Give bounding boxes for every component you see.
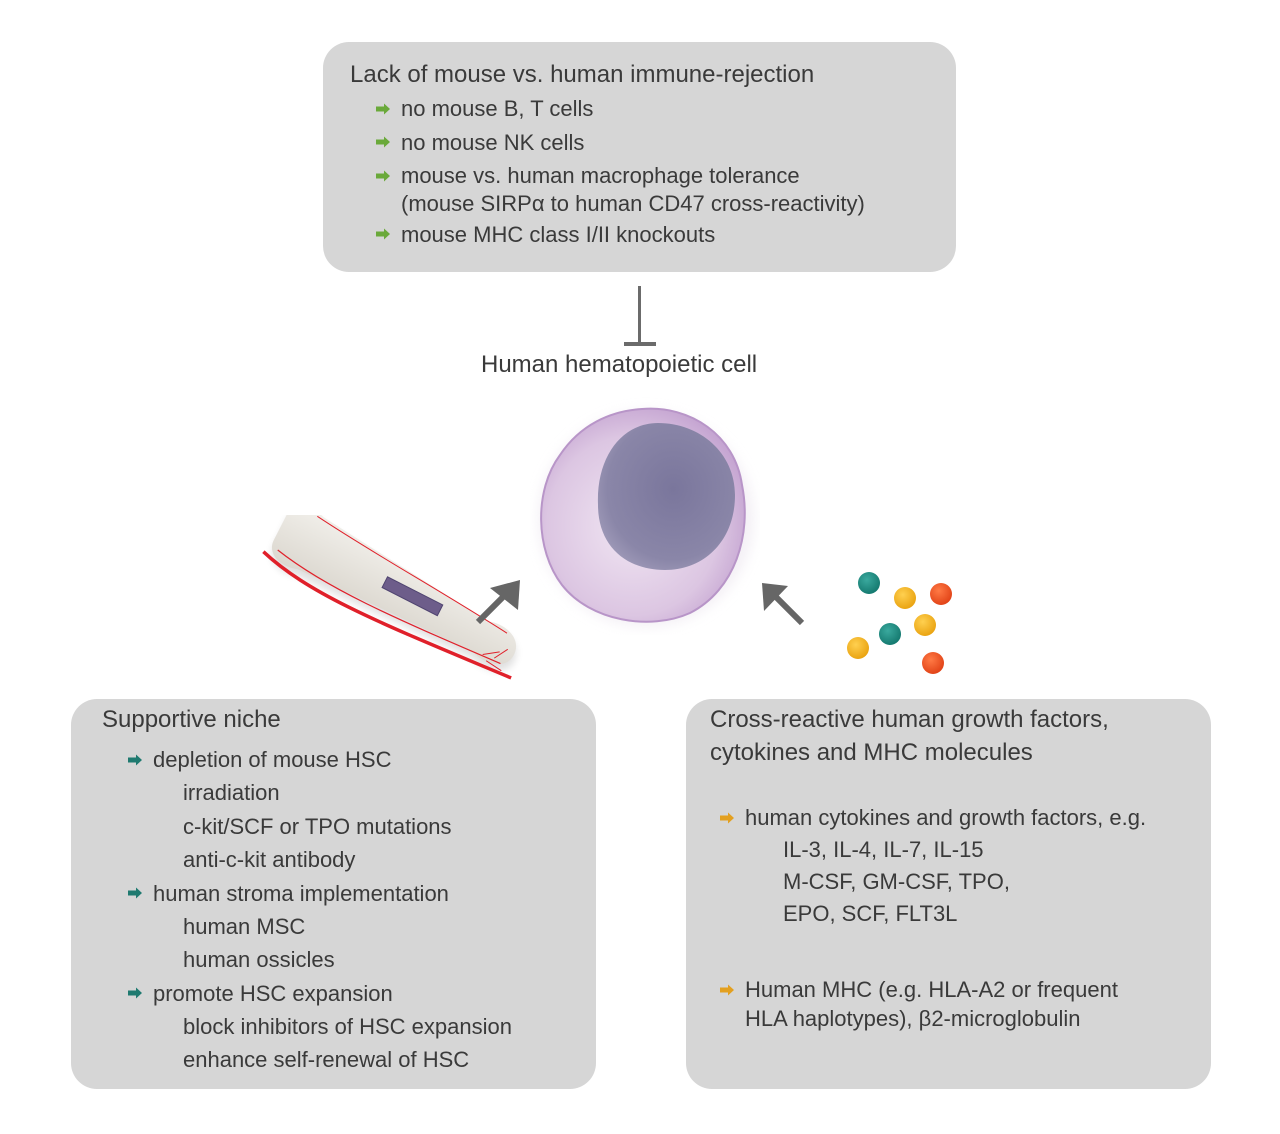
growth-factors-title-line1: Cross-reactive human growth factors, — [710, 706, 1109, 733]
list-item-text: human stroma implementation — [153, 880, 449, 906]
list-item-continuation: (mouse SIRPα to human CD47 cross-reactiv… — [401, 190, 865, 216]
sub-item: enhance self-renewal of HSC — [183, 1047, 470, 1072]
list-item: mouse MHC class I/II knockouts — [375, 218, 930, 252]
list-item-text: no mouse NK cells — [401, 129, 585, 155]
cell-label: Human hematopoietic cell — [481, 351, 758, 378]
arrow-bullet-icon — [375, 126, 393, 159]
sub-item: irradiation — [183, 780, 280, 805]
list-item: human stroma implementation — [127, 877, 576, 910]
arrow-bullet-icon — [719, 801, 737, 834]
arrow-bullet-icon — [375, 159, 393, 192]
molecule-red — [930, 583, 952, 605]
arrow-up-right-icon — [475, 580, 520, 625]
arrow-bullet-icon — [127, 743, 145, 776]
molecule-teal — [879, 623, 901, 645]
arrow-bullet-icon — [719, 973, 737, 1006]
molecule-yellow — [847, 637, 869, 659]
list-item-continuation: HLA haplotypes), β2-microglobulin — [745, 1006, 1081, 1031]
arrow-bullet-icon — [127, 877, 145, 910]
sub-item: human ossicles — [183, 947, 335, 972]
growth-factors-icon — [847, 572, 952, 674]
arrow-bullet-icon — [127, 977, 145, 1010]
list-item-text: promote HSC expansion — [153, 980, 393, 1006]
list-item-text: mouse vs. human macrophage tolerance — [401, 163, 800, 188]
immune-rejection-title: Lack of mouse vs. human immune-rejection — [350, 61, 815, 88]
arrow-up-left-icon — [762, 583, 805, 626]
sub-item: M-CSF, GM-CSF, TPO, — [783, 869, 1010, 894]
list-item-text: mouse MHC class I/II knockouts — [401, 221, 716, 247]
inhibition-line — [638, 286, 641, 344]
sub-item: c-kit/SCF or TPO mutations — [183, 813, 452, 839]
list-item-text: human cytokines and growth factors, e.g. — [745, 805, 1147, 830]
sub-item: EPO, SCF, FLT3L — [783, 901, 958, 926]
sub-item: block inhibitors of HSC expansion — [183, 1013, 512, 1039]
supportive-niche-title: Supportive niche — [102, 706, 281, 733]
immune-rejection-list: no mouse B, T cells no mouse NK cells mo… — [350, 92, 930, 251]
growth-factors-box: Cross-reactive human growth factors, cyt… — [686, 699, 1211, 1089]
inhibition-bar-icon — [624, 342, 656, 346]
list-item: depletion of mouse HSC — [127, 743, 576, 776]
list-item-text: no mouse B, T cells — [401, 96, 594, 121]
molecule-red — [922, 652, 944, 674]
arrow-bullet-icon — [375, 92, 393, 125]
sub-item: human MSC — [183, 913, 306, 939]
immune-rejection-box: Lack of mouse vs. human immune-rejection… — [323, 42, 956, 272]
supportive-niche-box: Supportive niche depletion of mouse HSC … — [71, 699, 596, 1089]
list-item: Human MHC (e.g. HLA-A2 or frequent — [719, 973, 1197, 1006]
list-item-text: Human MHC (e.g. HLA-A2 or frequent — [745, 977, 1118, 1002]
list-item: no mouse B, T cells — [375, 92, 930, 126]
molecule-teal — [858, 572, 880, 594]
molecule-yellow — [894, 587, 916, 609]
list-item: no mouse NK cells — [375, 126, 930, 160]
sub-item: anti-c-kit antibody — [183, 847, 356, 872]
molecule-yellow — [914, 614, 936, 636]
list-item-text: depletion of mouse HSC — [153, 747, 392, 772]
growth-factors-list: human cytokines and growth factors, e.g.… — [710, 801, 1197, 1034]
arrow-bullet-icon — [375, 218, 393, 251]
supportive-niche-list: depletion of mouse HSC irradiation c-kit… — [102, 743, 576, 1077]
hematopoietic-cell-icon — [538, 407, 754, 627]
spacer — [719, 930, 1197, 973]
list-item: mouse vs. human macrophage tolerance — [375, 159, 930, 193]
list-item: human cytokines and growth factors, e.g. — [719, 801, 1197, 834]
growth-factors-title-line2: cytokines and MHC molecules — [710, 739, 1033, 766]
sub-item: IL-3, IL-4, IL-7, IL-15 — [783, 837, 984, 862]
bone-icon — [262, 515, 516, 680]
list-item: promote HSC expansion — [127, 977, 576, 1010]
